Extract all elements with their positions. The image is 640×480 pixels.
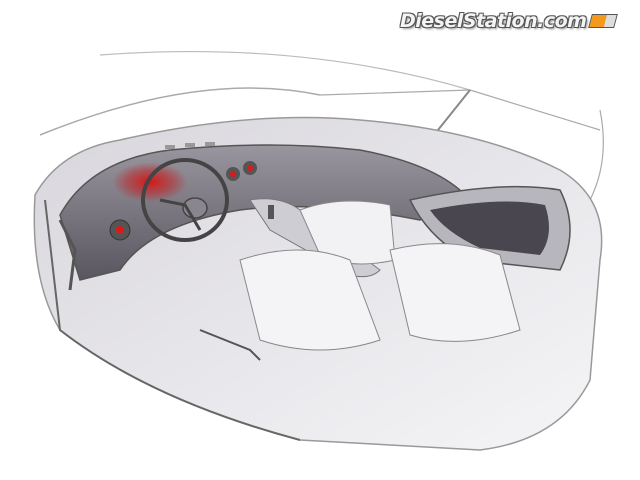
- watermark-text: DieselStation.com: [400, 10, 587, 32]
- watermark-logo: DieselStation.com: [400, 8, 630, 34]
- watermark-badge-icon: [588, 14, 619, 28]
